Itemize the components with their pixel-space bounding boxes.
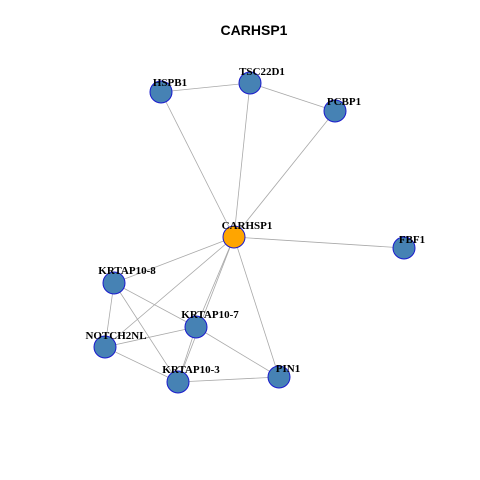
edge-notch2nl-krtap10-7 — [104, 326, 197, 348]
edge-carhsp1-fbf1 — [233, 236, 405, 249]
edge-carhsp1-pin1 — [233, 236, 280, 378]
node-krtap10-3[interactable] — [166, 370, 190, 394]
edge-carhsp1-krtap10-3 — [177, 236, 235, 383]
edge-tsc22d1-pcbp1 — [249, 82, 336, 112]
node-label-krtap10-8: KRTAP10-8 — [98, 265, 156, 277]
edge-krtap10-8-krtap10-3 — [113, 282, 179, 383]
node-label-carhsp1: CARHSP1 — [222, 220, 273, 232]
edge-notch2nl-krtap10-3 — [104, 346, 179, 383]
node-label-pin1: PIN1 — [276, 363, 300, 375]
edge-carhsp1-notch2nl — [104, 236, 235, 348]
node-notch2nl[interactable] — [93, 335, 117, 359]
edge-hspb1-carhsp1 — [160, 91, 235, 238]
labels-layer: CARHSP1 HSPB1 TSC22D1PCBP1FBF1KRTAP10-8KRT… — [85, 66, 425, 376]
node-label-notch2nl: NOTCH2NL — [85, 330, 146, 342]
edge-krtap10-7-pin1 — [195, 326, 280, 378]
node-label-krtap10-7: KRTAP10-7 — [181, 309, 239, 321]
nodes-layer — [93, 71, 416, 394]
node-krtap10-7[interactable] — [184, 315, 208, 339]
node-label-fbf1: FBF1 — [399, 234, 425, 246]
edge-pcbp1-carhsp1 — [233, 110, 336, 238]
node-pcbp1[interactable] — [323, 99, 347, 123]
edge-hspb1-tsc22d1 — [160, 82, 251, 93]
edge-carhsp1-krtap10-7 — [195, 236, 235, 328]
node-label-tsc22d1: TSC22D1 — [239, 66, 285, 78]
node-pin1[interactable] — [267, 365, 291, 389]
edge-krtap10-3-pin1 — [177, 376, 280, 383]
node-label-krtap10-3: KRTAP10-3 — [162, 364, 220, 376]
edges-layer — [104, 82, 405, 383]
node-tsc22d1[interactable] — [238, 71, 262, 95]
diagram-title: CARHSP1 — [221, 22, 288, 38]
node-label-pcbp1: PCBP1 — [327, 96, 361, 108]
node-label-hspb1: HSPB1 — [153, 77, 187, 89]
node-fbf1[interactable] — [392, 236, 416, 260]
edge-krtap10-8-krtap10-7 — [113, 282, 197, 328]
node-carhsp1[interactable] — [222, 225, 246, 249]
edge-tsc22d1-carhsp1 — [233, 82, 251, 238]
edge-carhsp1-krtap10-8 — [113, 236, 235, 284]
node-krtap10-8[interactable] — [102, 271, 126, 295]
node-hspb1[interactable] — [149, 80, 173, 104]
